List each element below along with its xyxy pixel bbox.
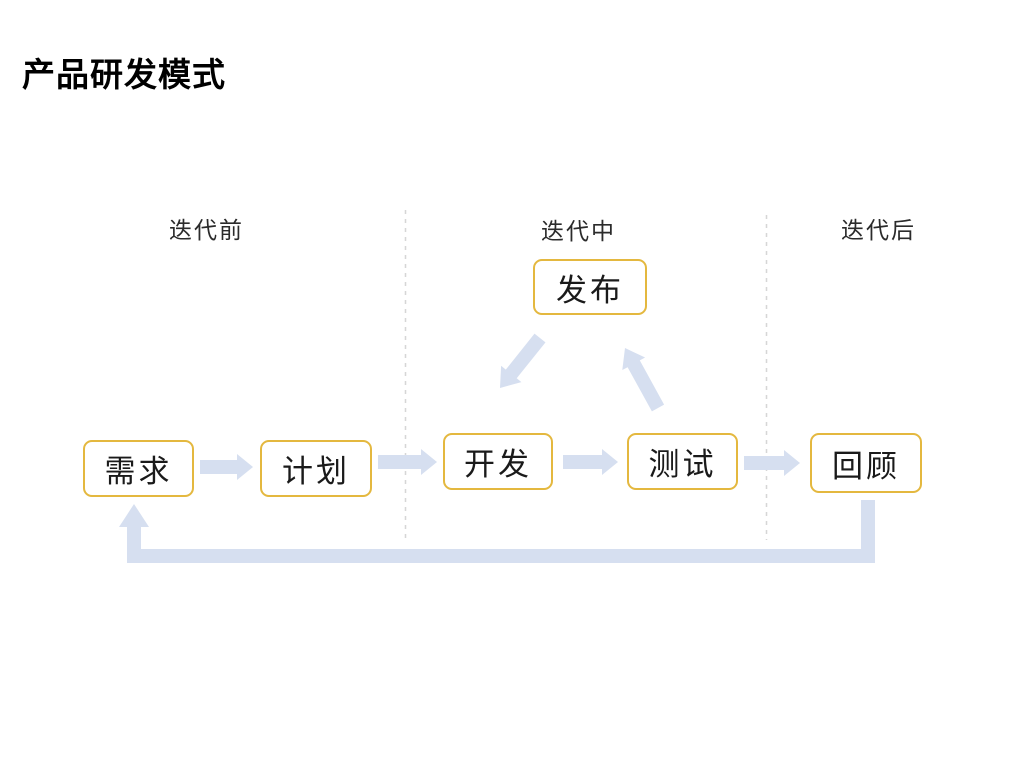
node-plan: 计划: [260, 440, 372, 497]
node-release: 发布: [533, 259, 647, 315]
node-requirements: 需求: [83, 440, 194, 497]
feedback-loop-arrowhead-icon: [119, 504, 149, 527]
arrow-test-to-review-icon: [744, 450, 800, 476]
node-test: 测试: [627, 433, 738, 490]
arrow-test-to-release-icon: [622, 348, 665, 412]
phase-label-mid-iteration: 迭代中: [541, 219, 616, 244]
arrow-requirements-to-plan-icon: [200, 454, 253, 480]
node-develop: 开发: [443, 433, 553, 490]
feedback-loop-line: [127, 500, 875, 563]
slide-title: 产品研发模式: [22, 56, 226, 93]
arrow-plan-to-develop-icon: [378, 449, 437, 475]
node-review: 回顾: [810, 433, 922, 493]
phase-label-post-iteration: 迭代后: [841, 218, 916, 243]
arrow-develop-to-test-icon: [563, 449, 618, 475]
arrow-release-to-develop-icon: [500, 333, 546, 388]
phase-label-pre-iteration: 迭代前: [169, 218, 244, 243]
